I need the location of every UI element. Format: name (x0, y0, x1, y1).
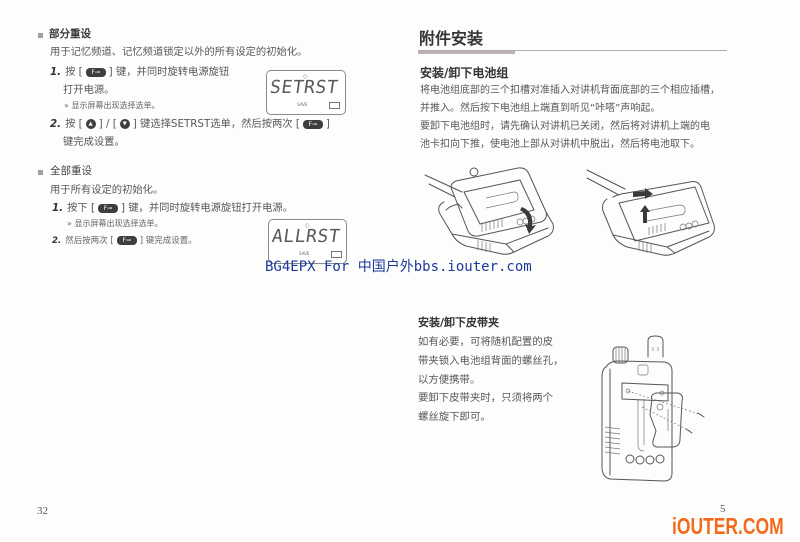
partial-reset-step-1-line2: 打开电源。 (63, 84, 115, 96)
belt-clip-text-line: 螺丝旋下即可。 (418, 411, 491, 423)
battery-icon (331, 251, 342, 258)
lcd-display-setrst: ◇ SETRST SAVE (266, 70, 346, 115)
step-number: 1. (50, 66, 62, 78)
iouter-logo: iOUTER.COM (672, 513, 784, 539)
note-marker-icon: » (64, 101, 69, 110)
belt-clip-text-line: 要卸下皮带夹时，只须将两个 (418, 392, 554, 404)
belt-clip-text-line: 带夹锁入电池组背面的螺丝孔， (418, 355, 564, 367)
note-marker-icon: » (67, 219, 72, 228)
all-reset-note: » 显示屏幕出现选择选单。 (67, 219, 162, 229)
belt-clip-text-line: 如有必要，可将随机配置的皮 (418, 336, 554, 348)
all-reset-step-1: 1.按下 [F⊸] 键，并同时旋转电源旋钮打开电源。 (52, 202, 293, 214)
function-key-icon: F⊸ (116, 236, 137, 245)
step-text: ] 键选择SETRST选单，然后按两次 [ (132, 118, 300, 130)
page-number-left: 32 (37, 505, 48, 517)
partial-reset-step-2: 2.按 [▲] / [▼] 键选择SETRST选单，然后按两次 [F⊸] (50, 118, 330, 130)
step-text: 按 [ (65, 118, 83, 130)
partial-reset-note: » 显示屏幕出现选择选单。 (64, 101, 159, 111)
function-key-icon: F⊸ (85, 67, 106, 77)
all-reset-heading: 全部重设 (50, 165, 92, 177)
battery-icon (329, 102, 340, 109)
belt-clip-text-line: 以方便携带。 (418, 374, 481, 386)
belt-clip-illustration (601, 335, 705, 482)
step-number: 2. (50, 118, 62, 130)
page-number-right: 5 (720, 503, 726, 515)
down-key-icon: ▼ (119, 119, 130, 129)
step-text: ] 键，并同时旋转电源旋钮打开电源。 (120, 202, 294, 214)
step-text: ] 键，并同时旋转电源旋钮 (108, 66, 230, 78)
note-text: 显示屏幕出现选择选单。 (74, 219, 163, 228)
title-underline (418, 50, 727, 51)
partial-reset-step-2-line2: 键完成设置。 (63, 136, 125, 148)
lcd-indicator-icon: ◇ (303, 73, 308, 80)
function-key-icon: F⊸ (302, 119, 323, 129)
step-text: 按 [ (65, 66, 83, 78)
battery-text-line: 要卸下电池组时，请先确认对讲机已关闭，然后将对讲机上端的电 (420, 121, 710, 132)
step-text: 按下 [ (67, 202, 95, 214)
title-underline-accent (418, 51, 515, 54)
page-title: 附件安装 (419, 29, 484, 48)
partial-reset-description: 用于记忆频道、记忆频道锁定以外的所有设定的初始化。 (50, 46, 308, 58)
step-text: 然后按两次 [ (65, 236, 114, 246)
battery-section-heading: 安装/卸下电池组 (420, 66, 509, 80)
section-bullet (38, 170, 43, 175)
battery-text-line: 将电池组底部的三个扣槽对准插入对讲机背面底部的三个相应插槽， (420, 85, 720, 96)
watermark-text: BG4EPX For 中国户外bbs.iouter.com (265, 259, 532, 275)
step-text: ] (325, 118, 330, 130)
step-text: ] / [ (98, 118, 117, 130)
lcd-indicator-icon: ◇ (305, 222, 310, 229)
lcd-save-label: SAVE (297, 102, 308, 107)
belt-clip-section-heading: 安装/卸下皮带夹 (418, 316, 500, 329)
partial-reset-heading: 部分重设 (49, 28, 91, 40)
battery-text-line: 并推入。然后按下电池组上端直到听见“咔嗒”声响起。 (420, 103, 661, 114)
battery-remove-illustration (586, 169, 715, 256)
lcd-text: SETRST (268, 77, 340, 98)
all-reset-step-2: 2.然后按两次 [F⊸] 键完成设置。 (52, 236, 197, 246)
note-text: 显示屏幕出现选择选单。 (71, 101, 160, 110)
lcd-text: ALLRST (270, 226, 342, 247)
step-text: ] 键完成设置。 (139, 236, 197, 246)
partial-reset-step-1: 1.按 [F⊸] 键，并同时旋转电源旋钮 (50, 66, 229, 78)
lcd-save-label: SAVE (299, 251, 310, 256)
lcd-display-allrst: ◇ ALLRST SAVE (268, 219, 347, 264)
function-key-icon: F⊸ (97, 203, 118, 213)
battery-text-line: 池卡扣向下推，使电池上部从对讲机中脱出，然后将电池取下。 (420, 139, 700, 150)
step-number: 1. (52, 202, 64, 214)
all-reset-description: 用于所有设定的初始化。 (50, 184, 164, 196)
step-number: 2. (52, 236, 62, 246)
up-key-icon: ▲ (85, 119, 96, 129)
section-bullet (38, 33, 43, 38)
battery-attach-illustration (424, 167, 554, 255)
